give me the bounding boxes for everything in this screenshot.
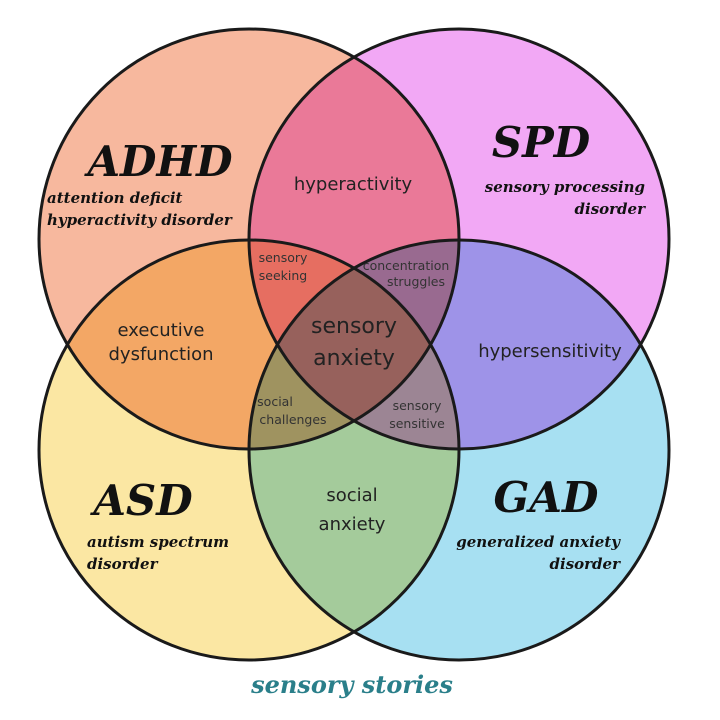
adhd-title: ADHD (83, 137, 233, 186)
region-executive-line1: executive (117, 320, 204, 341)
region-sensory-seeking-line1: sensory (259, 250, 308, 265)
gad-outline (247, 238, 671, 662)
region-sensory-sensitive-line1: sensory (393, 398, 442, 413)
asd-title: ASD (89, 476, 193, 525)
region-concentration-line1: concentration (363, 258, 450, 273)
region-social-challenges-line2: challenges (259, 412, 326, 427)
gad-title: GAD (494, 473, 599, 522)
asd-subtitle-line2: disorder (87, 555, 159, 573)
region-social-anxiety-line2: anxiety (319, 514, 386, 535)
gad-subtitle-line1: generalized anxiety (456, 533, 621, 551)
region-concentration-line2: struggles (387, 274, 445, 289)
region-social-anxiety-line1: social (326, 485, 377, 506)
adhd-subtitle-line2: hyperactivity disorder (47, 211, 233, 229)
region-center-line1: sensory (311, 314, 397, 339)
circle-outlines (37, 27, 671, 662)
region-hyperactivity: hyperactivity (294, 174, 413, 195)
region-sensory-sensitive-line2: sensitive (389, 416, 445, 431)
region-center-line2: anxiety (313, 346, 395, 371)
spd-subtitle-line2: disorder (575, 200, 647, 218)
spd-title: SPD (492, 118, 591, 167)
region-executive-line2: dysfunction (109, 344, 214, 365)
region-social-challenges-line1: social (257, 394, 293, 409)
asd-subtitle-line1: autism spectrum (87, 533, 229, 551)
region-hypersensitivity: hypersensitivity (478, 341, 622, 362)
adhd-subtitle-line1: attention deficit (47, 189, 183, 207)
spd-subtitle-line1: sensory processing (485, 178, 645, 196)
gad-subtitle-line2: disorder (550, 555, 622, 573)
asd-outline (37, 238, 461, 662)
caption: sensory stories (250, 670, 453, 699)
region-sensory-seeking-line2: seeking (259, 268, 307, 283)
